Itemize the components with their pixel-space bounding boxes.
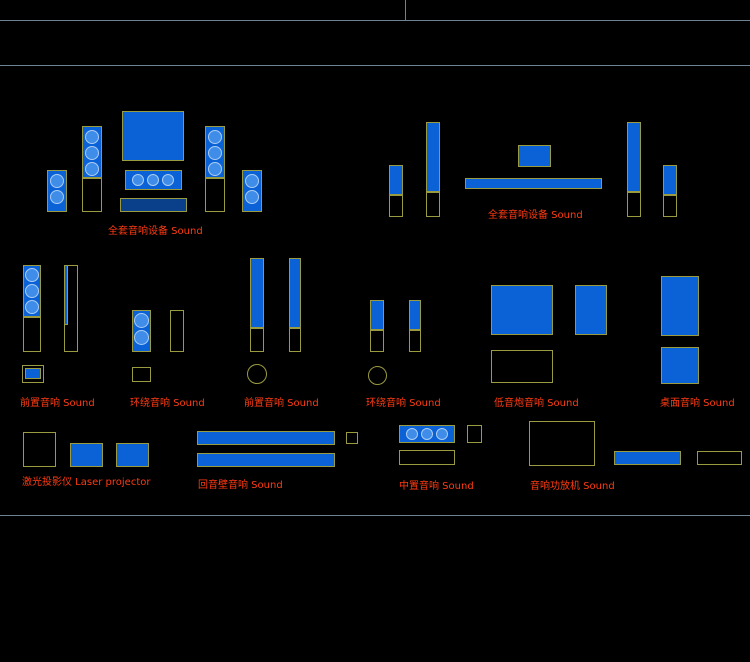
equipment-shape [25, 368, 41, 379]
equipment-shape [247, 364, 267, 384]
equipment-shape [529, 421, 595, 466]
label-subwoofer: 低音炮音响 Sound [494, 398, 579, 409]
label-soundbar: 回音壁音响 Sound [198, 480, 283, 491]
label-front-2: 前置音响 Sound [244, 398, 319, 409]
equipment-shape [289, 328, 301, 352]
speaker-driver-icon [85, 162, 99, 176]
equipment-shape [70, 443, 103, 467]
equipment-shape [518, 145, 551, 167]
speaker-driver-icon [134, 330, 149, 345]
speaker-driver-icon [208, 130, 222, 144]
equipment-shape [122, 111, 184, 161]
equipment-shape [663, 195, 677, 217]
equipment-shape [116, 443, 149, 467]
equipment-shape [368, 366, 387, 385]
label-amplifier: 音响功放机 Sound [530, 481, 615, 492]
equipment-shape [491, 350, 553, 383]
speaker-driver-icon [147, 174, 159, 186]
speaker-driver-icon [50, 190, 64, 204]
equipment-shape [370, 300, 384, 330]
equipment-shape [205, 178, 225, 212]
speaker-driver-icon [245, 174, 259, 188]
speaker-driver-icon [25, 284, 39, 298]
frame-line [0, 515, 750, 516]
speaker-driver-icon [134, 313, 149, 328]
speaker-driver-icon [245, 190, 259, 204]
equipment-shape [663, 165, 677, 195]
speaker-driver-icon [208, 146, 222, 160]
label-full-set-1: 全套音响设备 Sound [108, 226, 203, 237]
label-surround-2: 环绕音响 Sound [366, 398, 441, 409]
equipment-shape [389, 165, 403, 195]
equipment-shape [132, 367, 151, 382]
equipment-shape [82, 178, 102, 212]
speaker-driver-icon [421, 428, 433, 440]
equipment-shape [409, 330, 421, 352]
equipment-shape [697, 451, 742, 465]
speaker-driver-icon [85, 130, 99, 144]
equipment-shape [170, 310, 184, 352]
speaker-driver-icon [50, 174, 64, 188]
label-full-set-2: 全套音响设备 Sound [488, 210, 583, 221]
equipment-shape [661, 276, 699, 336]
equipment-shape [23, 317, 41, 352]
equipment-shape [661, 347, 699, 384]
equipment-shape [426, 122, 440, 192]
frame-line [0, 20, 750, 21]
label-surround-1: 环绕音响 Sound [130, 398, 205, 409]
equipment-shape [389, 195, 403, 217]
label-desktop: 桌面音响 Sound [660, 398, 735, 409]
equipment-shape [22, 365, 44, 383]
frame-line [405, 0, 406, 20]
equipment-shape [491, 285, 553, 335]
equipment-shape [346, 432, 358, 444]
equipment-shape [370, 330, 384, 352]
speaker-driver-icon [406, 428, 418, 440]
label-front-1: 前置音响 Sound [20, 398, 95, 409]
speaker-driver-icon [85, 146, 99, 160]
equipment-shape [64, 265, 68, 325]
equipment-shape [627, 122, 641, 192]
speaker-driver-icon [162, 174, 174, 186]
equipment-shape [399, 450, 455, 465]
equipment-shape [409, 300, 421, 330]
equipment-shape [197, 453, 335, 467]
speaker-driver-icon [436, 428, 448, 440]
speaker-driver-icon [208, 162, 222, 176]
equipment-shape [575, 285, 607, 335]
label-center: 中置音响 Sound [399, 481, 474, 492]
equipment-shape [627, 192, 641, 217]
label-projector: 激光投影仪 Laser projector [22, 477, 151, 488]
equipment-shape [250, 258, 264, 328]
equipment-shape [197, 431, 335, 445]
frame-line [0, 65, 750, 66]
speaker-driver-icon [25, 300, 39, 314]
speaker-driver-icon [132, 174, 144, 186]
equipment-shape [467, 425, 482, 443]
equipment-shape [23, 432, 56, 467]
equipment-shape [426, 192, 440, 217]
equipment-shape [465, 178, 602, 189]
equipment-shape [120, 198, 187, 212]
equipment-shape [614, 451, 681, 465]
speaker-driver-icon [25, 268, 39, 282]
equipment-shape [289, 258, 301, 328]
equipment-shape [250, 328, 264, 352]
